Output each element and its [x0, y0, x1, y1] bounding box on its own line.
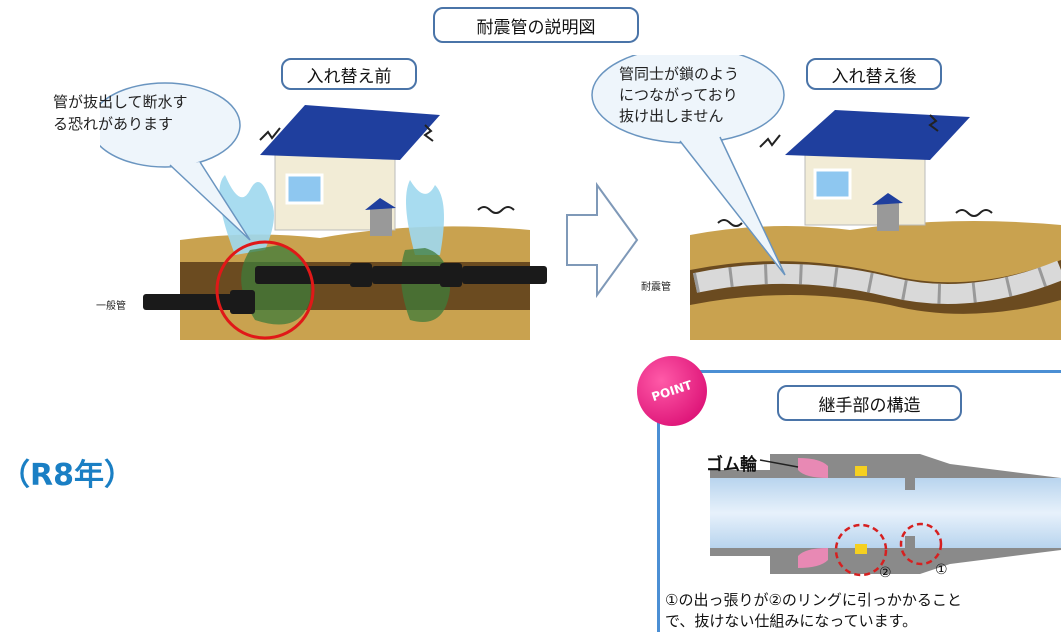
water-spray-2: [406, 180, 444, 255]
joint-cross-section: [710, 454, 1061, 577]
after-house: [785, 110, 970, 231]
rubber-ring-label: ゴム輪: [706, 455, 757, 475]
leak-area-1: [241, 245, 311, 325]
after-pipe: [692, 260, 1061, 305]
point-caption-line-2: で、抜けない仕組みになっています。: [665, 612, 918, 630]
year-label: （R8年）: [0, 458, 134, 493]
after-label-text: 入れ替え後: [831, 66, 917, 87]
transition-arrow: [566, 181, 639, 299]
point-title-text: 継手部の構造: [818, 395, 921, 416]
diagram-title-text: 耐震管の説明図: [476, 17, 596, 38]
point-panel: [657, 370, 1061, 632]
before-scene: [100, 82, 547, 340]
before-pipe-label: 一般管: [96, 301, 126, 312]
before-pipes: [143, 263, 547, 314]
marker-1: ①: [935, 562, 948, 578]
point-title: 継手部の構造: [777, 385, 962, 421]
before-house: [260, 105, 440, 236]
after-label: 入れ替え後: [806, 58, 942, 90]
after-scene: [591, 55, 1061, 340]
highlight-circle: [215, 240, 315, 340]
before-bubble-line-1: 管が抜出して断水す: [53, 93, 188, 111]
after-bubble-line-2: につながっており: [619, 86, 738, 104]
before-label: 入れ替え前: [281, 58, 417, 90]
after-pipe-label: 耐震管: [641, 282, 671, 293]
after-bubble-line-1: 管同士が鎖のよう: [619, 65, 740, 83]
before-bubble-line-2: る恐れがあります: [53, 115, 174, 133]
before-label-text: 入れ替え前: [306, 66, 392, 87]
point-badge-text: POINT: [649, 377, 694, 405]
point-badge: POINT: [637, 356, 707, 426]
before-bubble: [100, 82, 241, 168]
diagram-title: 耐震管の説明図: [433, 7, 639, 43]
point-caption-line-1: ①の出っ張りが②のリングに引っかかること: [665, 591, 962, 609]
marker-2: ②: [879, 565, 892, 581]
after-bubble-line-3: 抜け出しません: [619, 107, 724, 125]
water-spray-1: [219, 175, 274, 255]
